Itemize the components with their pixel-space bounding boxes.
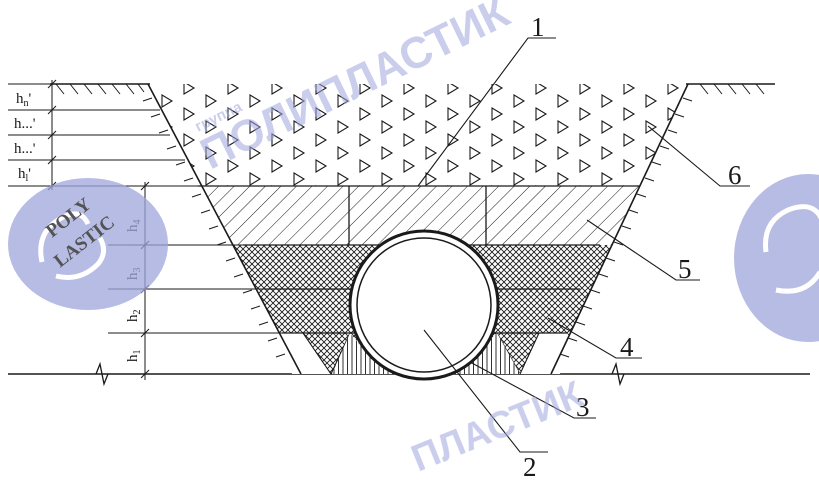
height-label-h1: h1 (125, 350, 143, 363)
leader-4 (547, 317, 642, 359)
callout-4: 4 (620, 332, 634, 362)
leader-2 (423, 329, 548, 453)
leader-5 (586, 219, 700, 281)
callout-6: 6 (728, 160, 742, 190)
height-label-hn: hn' (16, 91, 32, 109)
watermark-logo-left: POLY LASTIC (8, 178, 168, 310)
watermark-brand-text-bottom: ПЛАСТИК (406, 373, 590, 480)
callout-numbers: 1 2 3 4 5 6 (523, 12, 742, 482)
height-label-h2: h2 (125, 310, 143, 323)
callout-3: 3 (576, 392, 590, 422)
leader-lines (417, 37, 750, 453)
leader-1 (417, 37, 556, 187)
backfill-zone-6 (148, 84, 688, 186)
height-label-h1-dots: h...' (14, 116, 36, 132)
callout-1: 1 (531, 12, 545, 42)
trench-walls (147, 83, 689, 375)
bottom-break-marks (95, 361, 625, 387)
height-label-hl: hl' (18, 166, 31, 184)
callout-2: 2 (523, 452, 537, 480)
leader-3 (469, 361, 596, 419)
pocket-left-outer (280, 333, 331, 374)
callout-5: 5 (678, 254, 692, 284)
trench-wall-hatch (142, 97, 693, 358)
watermark-logo-right (734, 174, 819, 342)
leader-6 (647, 125, 750, 187)
height-label-h2-dots: h...' (14, 141, 36, 157)
pipe-inner-wall (356, 237, 492, 373)
dimension-labels-left: hn' h...' h...' hl' (14, 91, 36, 184)
ground-hatch (55, 83, 765, 95)
